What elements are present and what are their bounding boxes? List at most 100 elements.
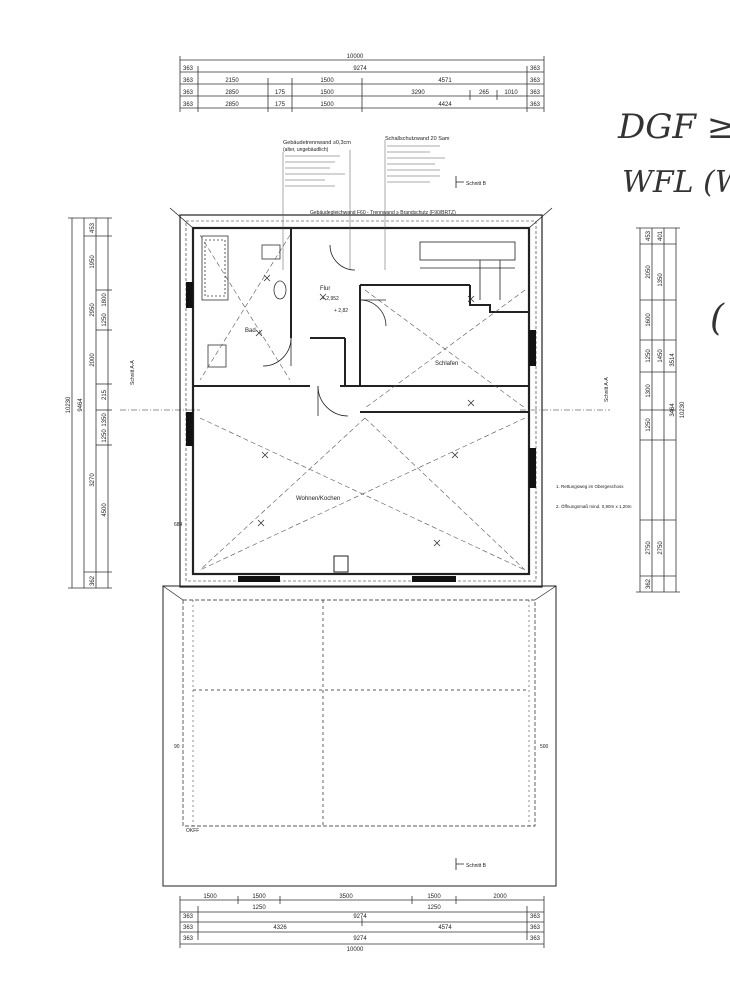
dim-top-r4-b: 2850 [225,102,239,108]
building-walls [169,207,553,588]
dim-top-r2-a: 363 [183,78,194,84]
wall-sub-left: (alter, ungebäudlich) [283,147,329,153]
dim-bot-r3-a: 363 [183,936,194,942]
dim-bot-r0-c: 3500 [339,894,353,900]
dim-bot-r1-c: 363 [530,914,541,920]
dim-bot-r0-b: 1500 [252,894,266,900]
shaft-detail [419,241,516,300]
right-notes: 1. Rettungsweg im Obergeschoss 2. Öffnun… [556,484,632,509]
dim-right-i3: 2750 [658,541,664,555]
dim-right-c6: 2750 [646,541,652,555]
dim-bot-r2-a: 363 [183,925,194,931]
note-right-2: 2. Öffnungsmaß mind. 0,90m x 1,20m [556,503,632,509]
dim-top-r3-c: 175 [275,90,286,96]
dim-top-r3-g: 1010 [504,90,518,96]
dim-bot-r0-d: 1500 [427,894,441,900]
okff-label: OKFF [186,828,199,834]
left-dimension-chains [68,217,112,589]
wall-heading-left: Gebäudetrennwand ≥0,3cm [283,140,351,146]
room-label-hall: Flur [320,286,330,292]
dim-bot-r3-c: 363 [530,936,541,942]
bottom-dimension-texts: 1500 1500 3500 1500 2000 1250 1250 363 9… [183,894,541,953]
room-diagonals [199,234,526,571]
right-dimension-texts: 10230 453 2050 1600 1250 1300 1250 2750 … [646,230,686,589]
dim-right-c7: 362 [646,578,652,589]
room-label-bedroom: Schlafen [435,361,458,367]
top-dimension-texts: 10000 363 9274 363 363 2150 1500 4571 36… [183,54,541,108]
bath-fixtures [201,235,287,368]
dim-top-r3-d: 1500 [320,90,334,96]
dim-right-i2: 1450 [658,349,664,363]
wall-callouts: Gebäudetrennwand ≥0,3cm (alter, ungebäud… [282,136,450,270]
dim-left-c0: 453 [90,222,96,233]
ceiling-light-marks [255,274,475,547]
dim-right-i4: 3514 [670,353,676,367]
dim-bot-r0b-a: 1250 [252,905,266,911]
dim-500: 500 [540,744,549,750]
left-dimension-texts: 10230 9464 453 1950 2950 2000 3270 362 1… [66,222,108,586]
note-right-1: 1. Rettungsweg im Obergeschoss [556,484,624,489]
dim-left-c3: 2000 [90,353,96,367]
handwriting-line-3: ( [710,298,725,339]
room-labels: Bad Flur Schlafen Wohnen/Kochen + 2,952 … [245,286,458,502]
dim-top-overall: 10000 [347,54,364,60]
terrace-outline [162,585,557,887]
dim-left-c5: 362 [90,575,96,586]
top-dimension-chains [179,56,545,112]
section-b-bottom: Schnitt B [466,863,487,869]
dim-bot-r3-b: 9274 [353,936,367,942]
dim-top-r3-h: 363 [530,90,541,96]
dim-right-i1: 1350 [658,273,664,287]
dim-top-r3-e: 3290 [411,90,425,96]
dim-bot-r0b-b: 1250 [427,905,441,911]
dim-top-r1-c: 363 [530,66,541,72]
dim-right-c1: 2050 [646,265,652,279]
dim-left-i5: 215 [102,389,108,400]
roof-note: Gebäudegleichwand F60 - Trennwand ≥ Bran… [310,210,456,216]
dim-top-r4-a: 363 [183,102,194,108]
dim-top-r1-a: 363 [183,66,194,72]
dim-bot-r0-a: 1500 [203,894,217,900]
dim-left-i0: 1800 [102,293,108,307]
dim-left-sub: 9464 [78,398,84,412]
dim-bot-r1-b: 9274 [353,914,367,920]
dim-bot-r2-d: 363 [530,925,541,931]
interior-walls [193,228,529,413]
dim-right-c5: 1250 [646,418,652,432]
dim-left-i3: 1250 [102,429,108,443]
dim-top-r3-b: 2850 [225,90,239,96]
dim-right-i5: 3464 [670,403,676,417]
dim-bot-overall: 10000 [347,947,364,953]
dim-right-c2: 1600 [646,313,652,327]
dim-right-c3: 1250 [646,349,652,363]
doors [262,244,387,417]
dim-left-c4: 3270 [90,473,96,487]
bottom-dimension-chains [179,896,545,948]
handwriting-line-1: DGF ≥ [617,107,730,147]
dim-top-r1-b: 9274 [353,66,367,72]
section-marks: Schnitt B Schnitt B Schnitt A-A Schnitt … [120,176,610,870]
dim-top-r2-e: 363 [530,78,541,84]
section-a-left: Schnitt A-A [130,360,136,385]
section-a-right: Schnitt A-A [604,377,610,402]
dim-top-r4-d: 1500 [320,102,334,108]
handwritten-notes: DGF ≥ WFL (W ( [617,107,730,339]
dim-left-c2: 2950 [90,303,96,317]
dim-right-c4: 1300 [646,384,652,398]
dim-top-r2-c: 1500 [320,78,334,84]
handwriting-line-2: WFL (W [622,165,730,200]
wall-heading-right: Schallschutzwand 20 Sam [385,136,450,142]
dim-left-i4: 4500 [102,503,108,517]
level-mark-1: + 2,952 [322,296,339,302]
dim-90: 90 [174,744,180,750]
dim-top-r2-b: 2150 [225,78,239,84]
dim-top-r3-a: 363 [183,90,194,96]
room-label-bath: Bad [245,328,256,334]
dim-bot-r2-c: 4574 [438,925,452,931]
dim-right-overall: 10230 [680,401,686,418]
section-b-top: Schnitt B [466,181,487,187]
room-label-living: Wohnen/Kochen [296,496,340,502]
terrace-labels: 90 500 684 OKFF [174,522,549,834]
dim-bot-r1-a: 363 [183,914,194,920]
